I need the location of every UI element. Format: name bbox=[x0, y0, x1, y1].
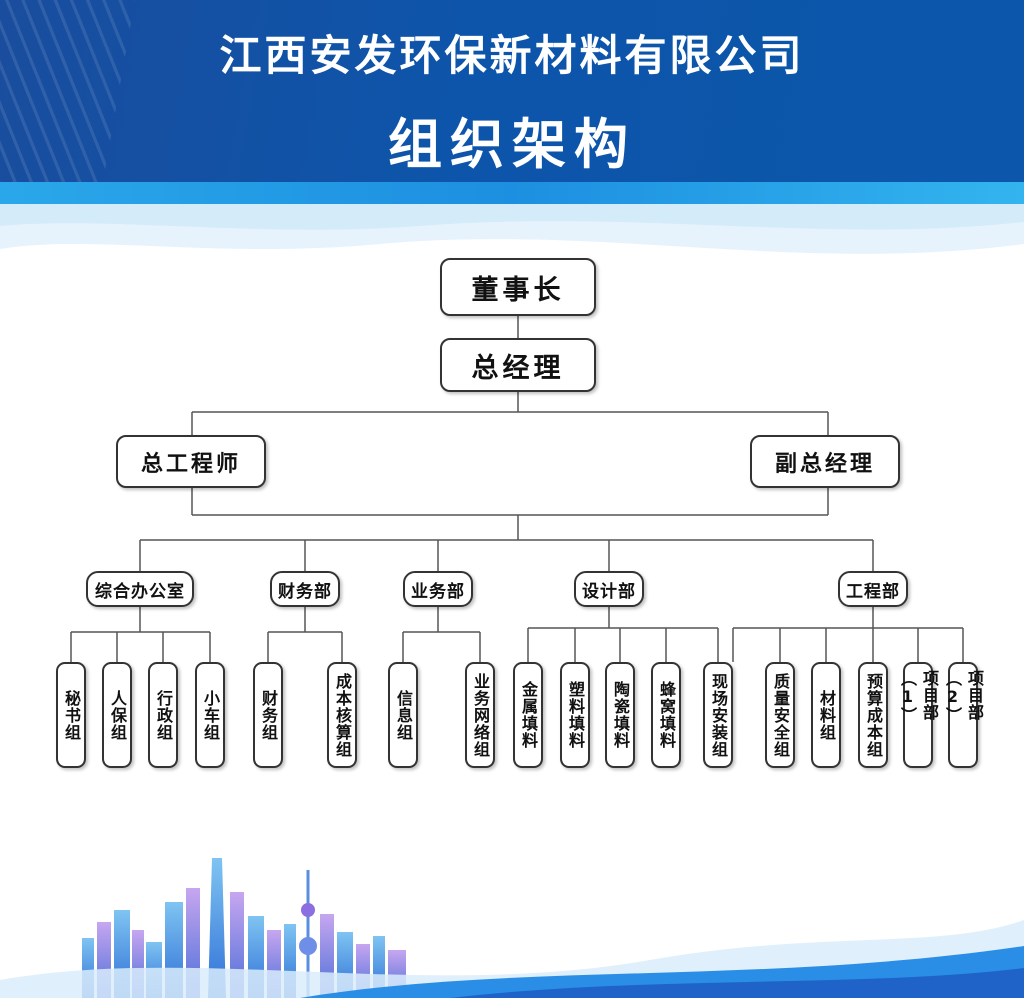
deputy-gm-box: 副总经理 bbox=[750, 435, 900, 488]
unit-box: 蜂窝填料 bbox=[651, 662, 681, 768]
top-wave-decoration bbox=[0, 204, 1024, 254]
unit-box: 塑料填料 bbox=[560, 662, 590, 768]
unit-box: 现场安装组 bbox=[703, 662, 733, 768]
unit-box: 小车组 bbox=[195, 662, 225, 768]
chief-engineer-box: 总工程师 bbox=[116, 435, 266, 488]
city-skyline-decoration bbox=[0, 858, 1024, 998]
header-banner: 江西安发环保新材料有限公司 组织架构 bbox=[0, 0, 1024, 182]
dept-business: 业务部 bbox=[403, 571, 473, 607]
unit-box: 质量安全组 bbox=[765, 662, 795, 768]
unit-box: 信息组 bbox=[388, 662, 418, 768]
header-band bbox=[0, 182, 1024, 204]
unit-box: 预算成本组 bbox=[858, 662, 888, 768]
unit-box: 业务网络组 bbox=[465, 662, 495, 768]
dept-finance: 财务部 bbox=[270, 571, 340, 607]
unit-box: 陶瓷填料 bbox=[605, 662, 635, 768]
general-manager-box: 总经理 bbox=[440, 338, 596, 392]
page-title: 组织架构 bbox=[388, 113, 636, 176]
unit-box: 人保组 bbox=[102, 662, 132, 768]
dept-general-office: 综合办公室 bbox=[86, 571, 194, 607]
unit-box: 成本核算组 bbox=[327, 662, 357, 768]
unit-box: 行政组 bbox=[148, 662, 178, 768]
unit-box: 金属填料 bbox=[513, 662, 543, 768]
chairman-box: 董事长 bbox=[440, 258, 596, 316]
unit-box: 项目部（1） bbox=[898, 662, 939, 768]
unit-box: 项目部（2） bbox=[943, 662, 984, 768]
unit-box: 财务组 bbox=[253, 662, 283, 768]
dept-engineering: 工程部 bbox=[838, 571, 908, 607]
unit-box: 秘书组 bbox=[56, 662, 86, 768]
dept-design: 设计部 bbox=[574, 571, 644, 607]
unit-box: 材料组 bbox=[811, 662, 841, 768]
company-name: 江西安发环保新材料有限公司 bbox=[219, 31, 805, 80]
